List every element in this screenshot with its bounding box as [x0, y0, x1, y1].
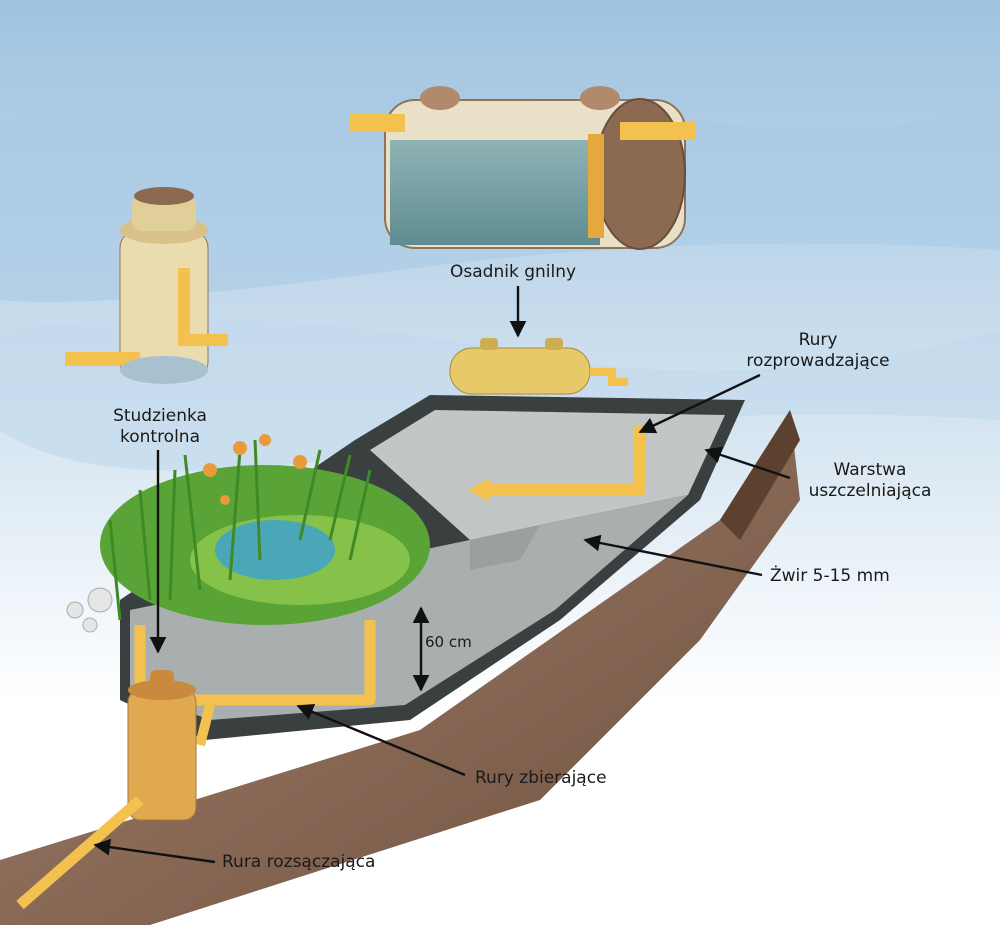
- pebbles: [66, 587, 113, 633]
- gravel-side: [470, 525, 540, 570]
- label-studzienka-line1: Studzienka: [113, 406, 207, 426]
- collecting-pipe: [134, 620, 376, 706]
- distribution-pipe-arrowhead: [468, 478, 490, 502]
- small-septic-tank: [449, 338, 628, 395]
- soil-dark-edge: [720, 410, 800, 540]
- bottom-control-well: [127, 670, 197, 821]
- label-warstwa-line2: uszczelniająca: [808, 481, 932, 501]
- label-studzienka-kontrolna: Studzienka kontrolna: [100, 406, 220, 448]
- label-depth: 60 cm: [425, 633, 472, 651]
- arrow-rury-zbierajace: [296, 704, 466, 777]
- gravel-front: [130, 495, 688, 720]
- arrow-warstwa: [704, 446, 791, 480]
- label-rury-rozprowadzajace-line2: rozprowadzające: [746, 351, 890, 371]
- flowers: [203, 434, 307, 505]
- label-rury-zbierajace: Rury zbierające: [475, 768, 607, 788]
- collecting-pipe-branch: [195, 703, 215, 747]
- label-warstwa-uszczelniajaca: Warstwa uszczelniająca: [795, 460, 945, 502]
- label-rura-rozsaczajaca: Rura rozsączająca: [222, 852, 376, 872]
- pointer-arrows: [93, 286, 791, 864]
- label-studzienka-line2: kontrolna: [119, 427, 200, 447]
- reeds: [108, 439, 372, 621]
- septic-tank: [350, 86, 695, 250]
- drain-pipe: [16, 795, 144, 910]
- arrow-zwir: [583, 534, 763, 577]
- sky-brush-2: [0, 318, 1000, 471]
- label-zwir: Żwir 5-15 mm: [770, 566, 890, 586]
- distribution-pipe: [485, 425, 646, 496]
- arrow-rura-rozsaczajaca: [93, 838, 216, 864]
- plant-bed-blue: [215, 520, 335, 580]
- soil: [0, 410, 800, 925]
- arrow-rury-rozprowadzajace: [638, 373, 761, 434]
- label-osadnik-gnilny: Osadnik gnilny: [450, 262, 577, 282]
- label-rury-rozprowadzajace-line1: Rury: [798, 330, 838, 350]
- control-well: [65, 187, 228, 384]
- label-rury-rozprowadzajace: Rury rozprowadzające: [738, 330, 898, 372]
- label-warstwa-line1: Warstwa: [833, 460, 907, 480]
